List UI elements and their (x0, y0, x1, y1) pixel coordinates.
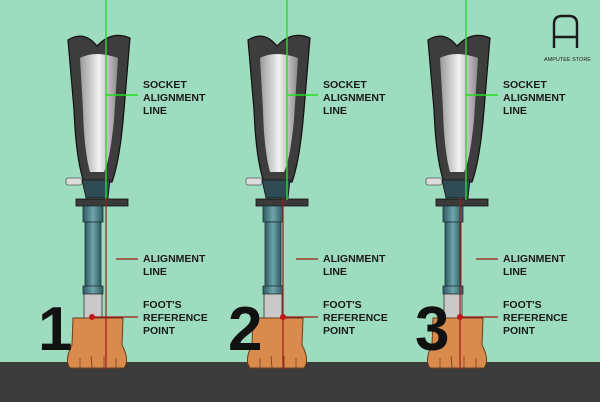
panel-number-3: 3 (415, 295, 449, 364)
socket-label: ALIGNMENT (503, 92, 566, 104)
panel-number-1: 1 (38, 295, 72, 364)
foot-reference-point-2 (280, 314, 286, 320)
prosthesis-1 (65, 34, 131, 369)
alignment-label: ALIGNMENT (323, 253, 386, 265)
alignment-label: ALIGNMENT (503, 253, 566, 265)
foot-label: REFERENCE (503, 312, 568, 324)
socket-label: LINE (503, 105, 527, 117)
logo-mark-icon (552, 14, 579, 48)
socket-label: LINE (323, 105, 347, 117)
logo-text: AMPUTEE STORE (544, 57, 591, 63)
panel-number-2: 2 (228, 295, 262, 364)
foot-label: POINT (503, 325, 536, 337)
socket-label: SOCKET (503, 79, 547, 91)
foot-label: FOOT'S (323, 299, 362, 311)
panel-2: 2 SOCKET ALIGNMENT LINE ALIGNMENT LINE F… (228, 0, 388, 370)
socket-label: ALIGNMENT (323, 92, 386, 104)
alignment-label: LINE (143, 266, 167, 278)
socket-label: LINE (143, 105, 167, 117)
panel-3: 3 SOCKET ALIGNMENT LINE ALIGNMENT LINE F… (415, 0, 568, 370)
foot-label: REFERENCE (323, 312, 388, 324)
foot-label: FOOT'S (503, 299, 542, 311)
socket-label: SOCKET (323, 79, 367, 91)
amputee-store-logo: AMPUTEE STORE (544, 14, 591, 63)
socket-label: ALIGNMENT (143, 92, 206, 104)
socket-label: SOCKET (143, 79, 187, 91)
alignment-label: LINE (503, 266, 527, 278)
foot-reference-point-1 (89, 314, 95, 320)
panel-1: 1 SOCKET ALIGNMENT LINE ALIGNMENT LINE F… (38, 0, 208, 370)
foot-label: POINT (323, 325, 356, 337)
alignment-label: ALIGNMENT (143, 253, 206, 265)
alignment-label: LINE (323, 266, 347, 278)
ground (0, 362, 600, 402)
foot-label: POINT (143, 325, 176, 337)
foot-reference-point-3 (457, 314, 463, 320)
foot-label: REFERENCE (143, 312, 208, 324)
foot-label: FOOT'S (143, 299, 182, 311)
